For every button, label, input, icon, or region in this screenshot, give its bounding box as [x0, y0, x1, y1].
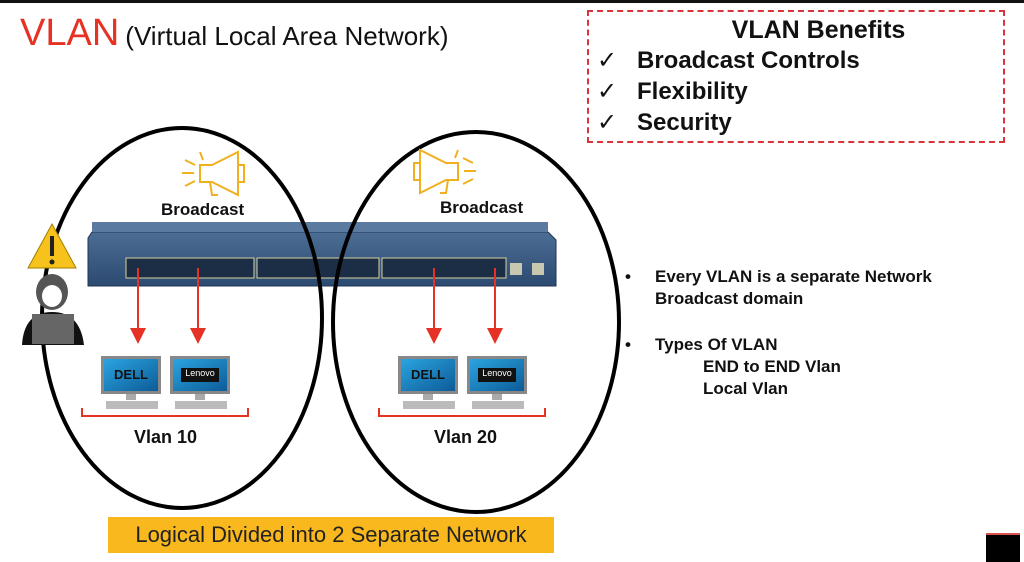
vlan10-label: Vlan 10 — [134, 427, 198, 447]
bullet-dot: • — [625, 267, 631, 286]
check-icon: ✓ — [597, 109, 618, 136]
lenovo-logo: Lenovo — [185, 368, 215, 378]
bullet-dot: • — [625, 335, 631, 354]
lenovo-computer: Lenovo — [466, 355, 530, 416]
broadcast-label-right: Broadcast — [440, 198, 524, 217]
bullet-text: Types Of VLAN — [655, 335, 778, 354]
bullet-broadcast-domain: • Every VLAN is a separate Network Broad… — [625, 266, 932, 310]
bullet-text: Every VLAN is a separate Network — [655, 267, 932, 286]
vlan20-bracket — [378, 408, 546, 417]
check-icon: ✓ — [597, 78, 618, 105]
vlan10-ellipse — [40, 126, 324, 510]
summary-banner: Logical Divided into 2 Separate Network — [108, 517, 554, 553]
dell-logo: DELL — [114, 367, 148, 382]
benefit-item: ✓ Broadcast Controls — [589, 45, 1003, 76]
benefit-item: ✓ Security — [589, 107, 1003, 138]
megaphone-icon — [413, 148, 476, 195]
benefit-item: ✓ Flexibility — [589, 76, 1003, 107]
benefits-heading: VLAN Benefits — [731, 16, 906, 44]
vlan20-ellipse — [331, 130, 621, 514]
warning-icon — [27, 222, 77, 269]
vlan10-bracket — [81, 408, 249, 417]
megaphone-icon — [182, 150, 245, 197]
check-icon: ✓ — [597, 47, 618, 74]
lenovo-logo: Lenovo — [482, 368, 512, 378]
dell-computer: DELL — [100, 355, 164, 416]
benefit-label: Broadcast Controls — [637, 47, 860, 74]
top-bar — [0, 0, 1024, 3]
vlan-type: Local Vlan — [703, 379, 789, 398]
bullet-vlan-types: • Types Of VLAN END to END Vlan Local Vl… — [625, 334, 841, 400]
benefit-label: Flexibility — [637, 78, 748, 105]
benefits-box: VLAN Benefits ✓ Broadcast Controls ✓ Flexi… — [587, 10, 1005, 143]
title-main: VLAN — [20, 12, 120, 54]
corner-widget[interactable] — [986, 533, 1020, 562]
bullet-text: Broadcast domain — [655, 289, 804, 308]
benefit-label: Security — [637, 109, 732, 136]
vlan-type: END to END Vlan — [703, 357, 841, 376]
network-switch — [87, 222, 557, 287]
broadcast-label-left: Broadcast — [161, 200, 245, 219]
hacker-icon — [22, 274, 84, 345]
dell-logo: DELL — [411, 367, 445, 382]
slide-title: VLAN(Virtual Local Area Network) — [20, 12, 449, 55]
title-sub: (Virtual Local Area Network) — [125, 21, 449, 51]
vlan20-label: Vlan 20 — [434, 427, 498, 447]
lenovo-computer: Lenovo — [169, 355, 233, 416]
dell-computer: DELL — [397, 355, 461, 416]
